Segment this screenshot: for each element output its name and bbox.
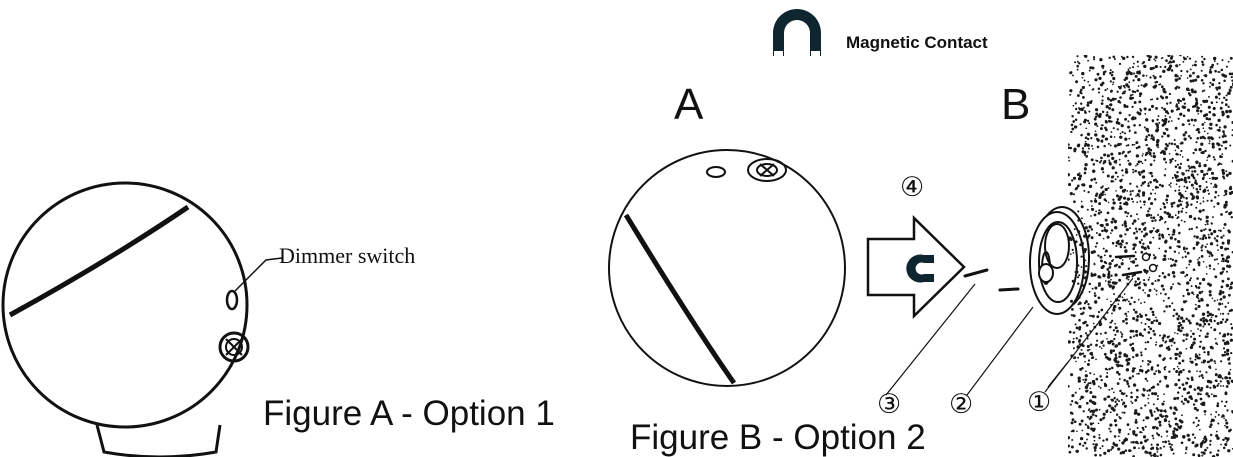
attach-arrow: [866, 215, 966, 319]
sphere-seam: [8, 204, 190, 318]
figure-b-label-a: A: [674, 80, 704, 129]
step-number-2: ②: [949, 389, 974, 420]
wall-mount-bracket: [1029, 206, 1090, 315]
sphere-body: [1, 181, 249, 429]
sphere-top-socket: [747, 158, 787, 182]
dimmer-switch-label: Dimmer switch: [279, 243, 416, 268]
step-number-1: ①: [1027, 387, 1052, 418]
leader-lines: [885, 277, 1134, 396]
legend-magnet-icon: [773, 9, 821, 56]
figure-a-sphere: [1, 181, 283, 457]
magnet-socket: [218, 331, 250, 363]
step-number-3: ③: [877, 389, 902, 420]
figure-a-caption: Figure A - Option 1: [263, 394, 555, 433]
sphere-base: [95, 424, 222, 457]
figure-b-caption: Figure B - Option 2: [630, 418, 926, 457]
wall-texture: [1068, 55, 1233, 457]
legend-label: Magnetic Contact: [846, 33, 988, 52]
dimmer-switch-knob: [225, 289, 239, 311]
step-number-4: ④: [900, 172, 925, 203]
dimmer-callout-line: [234, 257, 283, 292]
screws: [963, 268, 1020, 292]
figure-b-sphere-a: [608, 149, 846, 387]
wall-anchors: [1114, 252, 1158, 277]
figure-b-label-b: B: [1001, 80, 1031, 129]
arrow-magnet-icon: [906, 254, 934, 283]
